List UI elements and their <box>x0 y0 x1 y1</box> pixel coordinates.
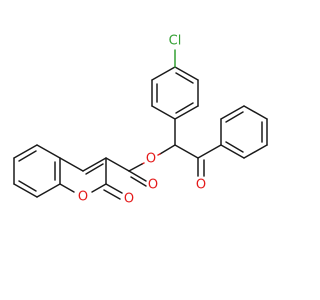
double-bond-inner <box>225 111 244 123</box>
bond <box>91 183 107 193</box>
bond <box>243 144 268 159</box>
bond <box>197 144 222 159</box>
bond <box>59 157 84 172</box>
double-bond-inner <box>225 141 244 153</box>
bond <box>128 163 143 172</box>
bond <box>159 144 176 155</box>
atom-labels: Cl O O O O O <box>78 34 206 207</box>
ester-linkage <box>105 157 147 187</box>
bond <box>157 153 161 156</box>
double-bond-inner <box>85 163 104 175</box>
molecule-structure-diagram: Cl O O O O O <box>13 34 268 207</box>
bond <box>174 144 199 159</box>
bond <box>151 66 176 81</box>
double-bond-inner <box>18 150 37 162</box>
bond <box>36 183 61 198</box>
ketone-oxygen-label: O <box>196 178 206 193</box>
lactone-double-bond <box>103 189 121 200</box>
ring-oxygen-label: O <box>78 190 88 205</box>
bond <box>243 105 268 120</box>
lactone-double-bond <box>105 183 123 194</box>
double-bond-inner <box>18 180 37 192</box>
bond <box>105 157 130 172</box>
bond <box>13 144 38 159</box>
bond <box>174 66 199 81</box>
chlorine-atom-label: Cl <box>169 34 182 49</box>
central-chain <box>157 118 222 177</box>
bond <box>13 183 38 198</box>
ester-double-bond <box>128 170 147 182</box>
bond <box>36 144 61 159</box>
double-bond-inner <box>175 72 194 84</box>
bond <box>82 157 107 172</box>
phenyl-ring <box>220 105 268 159</box>
ester-carbonyl-oxygen-label: O <box>148 178 158 193</box>
bond <box>220 144 245 159</box>
coumarin-benzo-ring <box>13 144 61 198</box>
double-bond-inner <box>175 102 194 114</box>
bond <box>59 183 75 193</box>
bond <box>151 105 176 120</box>
bond <box>220 105 245 120</box>
bond <box>174 105 199 120</box>
ester-double-bond <box>130 176 147 187</box>
ester-oxygen-label: O <box>146 152 156 167</box>
lactone-carbonyl-oxygen-label: O <box>124 192 134 207</box>
chlorophenyl-ring <box>151 49 199 120</box>
coumarin-pyranone-ring <box>59 157 123 200</box>
